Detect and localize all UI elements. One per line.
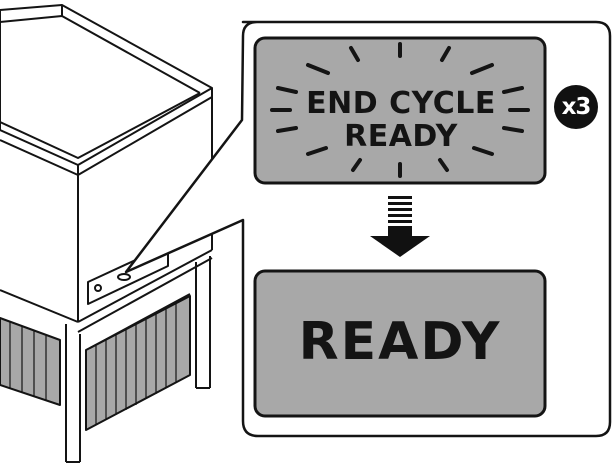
display-screen-after <box>253 269 547 418</box>
arrow-down-icon <box>370 196 430 257</box>
flash-rays-icon <box>270 42 530 178</box>
ready-text: READY <box>298 312 502 372</box>
ready-flashing-text: READY <box>344 119 458 154</box>
bin-ribs <box>9 303 177 425</box>
repeat-badge: x3 <box>554 85 598 129</box>
end-cycle-text: END CYCLE <box>306 86 496 121</box>
